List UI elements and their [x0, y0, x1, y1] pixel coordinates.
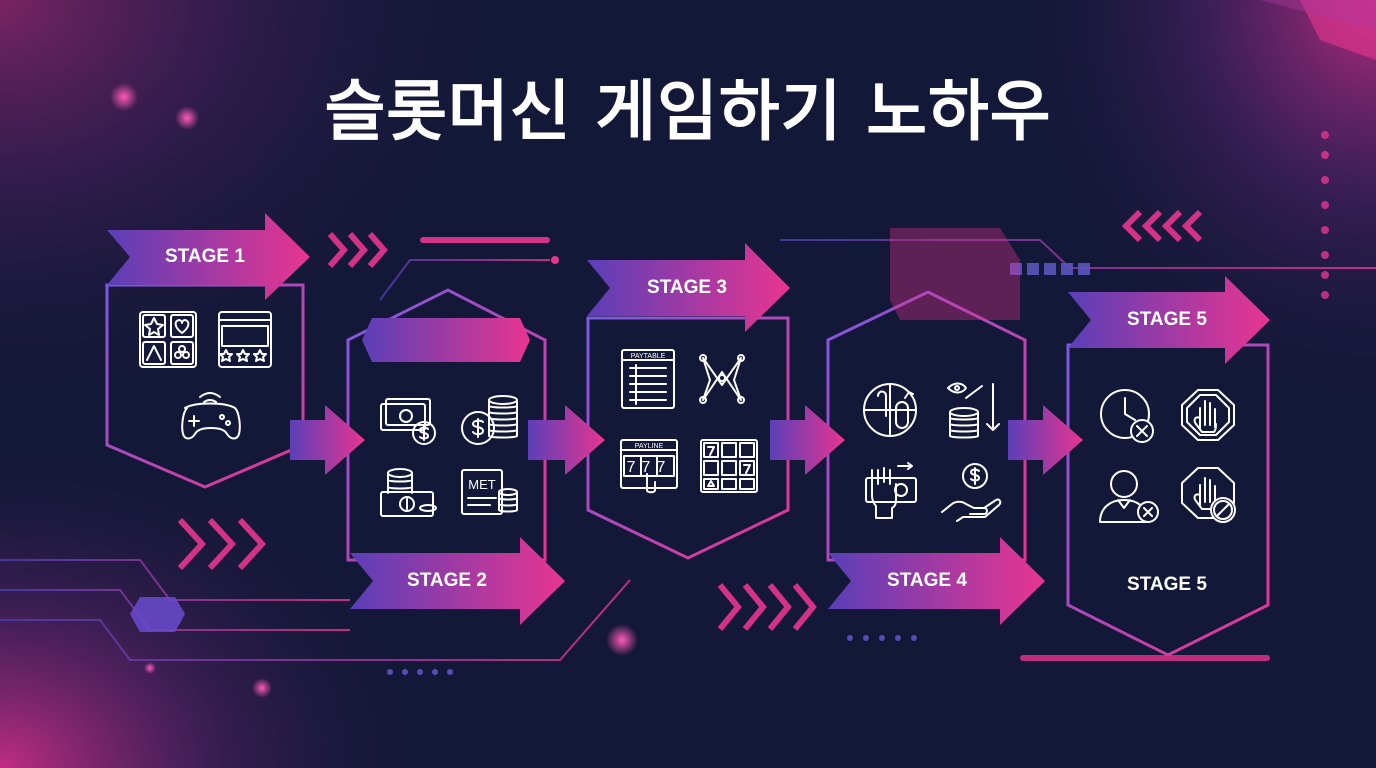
stage4-label: STAGE 4: [887, 570, 967, 591]
connector-arrow-2-3: [528, 405, 605, 475]
target-icon: [863, 383, 917, 437]
reel-grid-icon: [700, 439, 758, 493]
page-title: 슬롯머신 게임하기 노하우: [324, 73, 1052, 150]
gamepad-icon: [181, 392, 241, 440]
stage4-arrow: [828, 537, 1045, 625]
clock-stop-icon: [1100, 389, 1154, 443]
stage1-arrow: [107, 213, 310, 300]
stage3-label: STAGE 3: [647, 277, 727, 298]
payline-pattern-icon: [699, 354, 745, 404]
stage-arrows: [107, 213, 1270, 625]
slot-machine-777-icon: [218, 311, 272, 368]
connector-arrow-3-4: [770, 405, 845, 475]
connector-arrow-4-5: [1008, 405, 1083, 475]
stage5-bottom-label: STAGE 5: [1127, 574, 1207, 595]
slot-symbols-icon: [139, 311, 197, 368]
stop-hand-icon: [1181, 389, 1235, 441]
person-cancel-icon: [1099, 470, 1159, 523]
coin-stack-icon: [461, 395, 518, 445]
coin-stack-decrease-icon: [947, 382, 1000, 439]
payline-777-text: 777: [627, 459, 672, 476]
stage3-arrow: [587, 243, 790, 332]
hand-coin-icon: [941, 463, 1002, 522]
payline-text: PAYLINE: [635, 443, 664, 450]
stop-hand-block-icon: [1181, 467, 1236, 523]
paytable-text: PAYTABLE: [631, 353, 666, 360]
hand-money-icon: [865, 462, 917, 519]
payline-777-icon: [620, 439, 678, 494]
paytable-icon: [621, 349, 675, 409]
money-pile-icon: [380, 468, 437, 517]
stage2-label: STAGE 2: [407, 570, 487, 591]
stage2-arrow: [350, 537, 565, 625]
bet-meter-icon: [461, 469, 518, 515]
bet-meter-text: MET: [468, 477, 496, 492]
stage5-arrow: [1068, 276, 1270, 364]
stage1-label: STAGE 1: [165, 246, 245, 267]
cash-bills-icon: [380, 398, 436, 445]
stage5-label: STAGE 5: [1127, 309, 1207, 330]
connector-arrow-1-2: [290, 405, 365, 475]
